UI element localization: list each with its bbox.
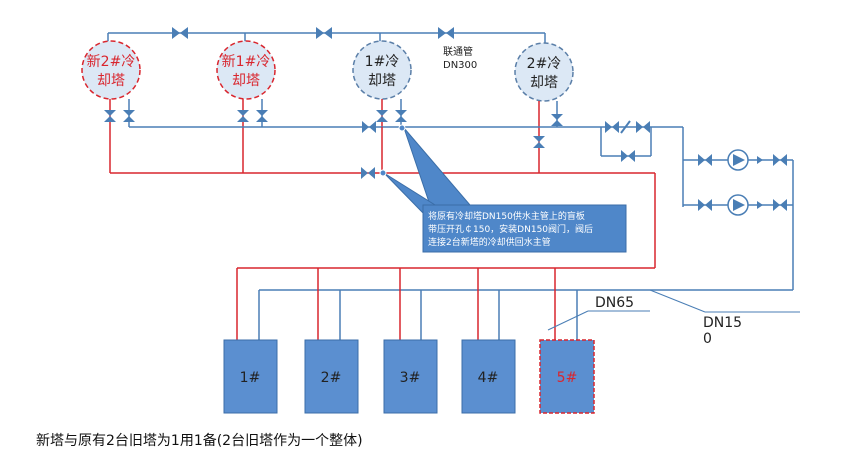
tower-old1: 1#冷 却塔 xyxy=(352,40,412,100)
tower-old2: 2#冷 却塔 xyxy=(514,42,574,102)
link-pipe-label-line1: 联通管 xyxy=(443,45,473,58)
unit-label: 5# xyxy=(557,370,578,386)
unit-1: 1# xyxy=(223,339,278,414)
valve-icon xyxy=(376,110,388,122)
valve-icon xyxy=(698,199,712,211)
unit-2: 2# xyxy=(304,339,359,414)
pump-icon xyxy=(733,199,745,211)
callout-line3: 连接2台新塔的冷却供回水主管 xyxy=(428,236,551,248)
tower-label-line1: 新2#冷 xyxy=(87,54,136,70)
tower-drop-pipes xyxy=(109,99,558,173)
check-valve-icon xyxy=(757,156,763,164)
valve-icon xyxy=(533,136,545,148)
unit-4: 4# xyxy=(461,339,516,414)
tower-label-line2: 却塔 xyxy=(232,73,260,89)
check-valve-icon xyxy=(757,201,763,209)
unit-5: 5# xyxy=(539,339,595,414)
tower-label-line2: 却塔 xyxy=(97,73,125,89)
valve-icon xyxy=(361,167,375,179)
valves xyxy=(104,27,787,211)
diagram-caption: 新塔与原有2台旧塔为1用1备(2台旧塔作为一个整体) xyxy=(36,433,363,449)
unit-3: 3# xyxy=(383,339,438,414)
valve-icon xyxy=(773,199,787,211)
link-pipe-label-line2: DN300 xyxy=(443,60,477,71)
dn150-label-line1: DN15 xyxy=(703,315,742,331)
pipe-size-labels: DN65 DN15 0 xyxy=(547,289,800,347)
callout-line1: 将原有冷却塔DN150供水主管上的盲板 xyxy=(428,210,585,222)
valve-icon xyxy=(123,110,135,122)
pump-icon xyxy=(733,154,745,166)
unit-drop-pipes xyxy=(236,268,578,340)
valve-icon xyxy=(636,121,650,133)
dn65-label: DN65 xyxy=(595,295,634,311)
pump-1 xyxy=(727,149,763,171)
unit-label: 3# xyxy=(400,370,421,386)
valve-icon xyxy=(237,110,249,122)
valve-icon xyxy=(551,114,563,126)
valve-icon xyxy=(605,121,619,133)
valve-icon xyxy=(104,110,116,122)
pump-2 xyxy=(727,194,763,216)
valve-icon xyxy=(172,27,188,39)
tower-label-line1: 2#冷 xyxy=(527,56,562,72)
strainer-icon xyxy=(620,120,631,134)
callout-line2: 带压开孔￠150，安装DN150阀门，阀后 xyxy=(428,223,593,235)
tower-label-line1: 新1#冷 xyxy=(222,54,271,70)
unit-label: 4# xyxy=(478,370,499,386)
tower-new2: 新2#冷 却塔 xyxy=(81,40,141,100)
tower-label-line2: 却塔 xyxy=(368,73,396,89)
tower-label-line1: 1#冷 xyxy=(365,54,400,70)
valve-icon xyxy=(621,150,635,162)
valve-icon xyxy=(438,27,454,39)
valve-icon xyxy=(698,154,712,166)
unit-label: 1# xyxy=(240,370,261,386)
valve-icon xyxy=(256,110,268,122)
valve-icon xyxy=(316,27,332,39)
valve-icon xyxy=(362,121,376,133)
tower-label-line2: 却塔 xyxy=(530,75,558,91)
dn150-label-line2: 0 xyxy=(703,331,712,347)
tower-new1: 新1#冷 却塔 xyxy=(216,40,276,100)
valve-icon xyxy=(395,110,407,122)
valve-icon xyxy=(773,154,787,166)
unit-label: 2# xyxy=(321,370,342,386)
callout: 将原有冷却塔DN150供水主管上的盲板 带压开孔￠150，安装DN150阀门，阀… xyxy=(379,124,627,253)
